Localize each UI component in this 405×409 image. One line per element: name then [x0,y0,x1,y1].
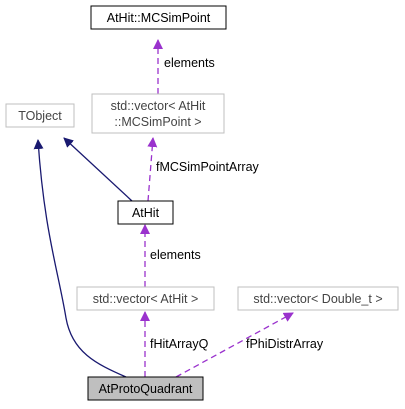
node-tobject-box [5,103,75,128]
node-vector-athit-box [76,286,215,311]
node-vector-double-box [237,286,399,311]
node-vector-athit[interactable]: std::vector< AtHit > [76,286,215,311]
edge-label-athit-elements: elements [150,248,201,262]
node-athit-mcsimpoint[interactable]: AtHit::MCSimPoint [90,5,227,30]
node-vector-mcsimpoint-label-2: ::MCSimPoint > [114,115,201,129]
edge-athit-inherits-tobject [63,137,133,202]
node-athit-label: AtHit [132,206,160,220]
node-athit-mcsimpoint-box [90,5,227,30]
edge-fmcsimpointarray [147,137,158,202]
node-athit[interactable]: AtHit [117,200,174,225]
node-athit-box [117,200,174,225]
node-vector-mcsimpoint-box [91,93,225,134]
edge-fphidistrarray [175,312,294,378]
node-tobject[interactable]: TObject [5,103,75,128]
node-vector-double-label: std::vector< Double_t > [253,292,382,306]
node-athit-mcsimpoint-label: AtHit::MCSimPoint [107,11,211,25]
edge-label-mcsim-elements: elements [164,56,215,70]
node-atprotoquadrant-box [87,376,204,401]
edge-atprotoquadrant-inherits-tobject [33,139,127,378]
node-vector-mcsimpoint-label-1: std::vector< AtHit [111,99,206,113]
edge-label-fhitarrayq: fHitArrayQ [150,337,209,351]
node-vector-double[interactable]: std::vector< Double_t > [237,286,399,311]
edge-label-fphidistrarray: fPhiDistrArray [246,337,324,351]
node-vector-athit-label: std::vector< AtHit > [93,292,199,306]
edge-label-fmcsimpointarray: fMCSimPointArray [156,160,260,174]
node-atprotoquadrant-label: AtProtoQuadrant [99,382,193,396]
node-atprotoquadrant[interactable]: AtProtoQuadrant [87,376,204,401]
node-vector-mcsimpoint[interactable]: std::vector< AtHit ::MCSimPoint > [91,93,225,134]
node-tobject-label: TObject [18,109,62,123]
